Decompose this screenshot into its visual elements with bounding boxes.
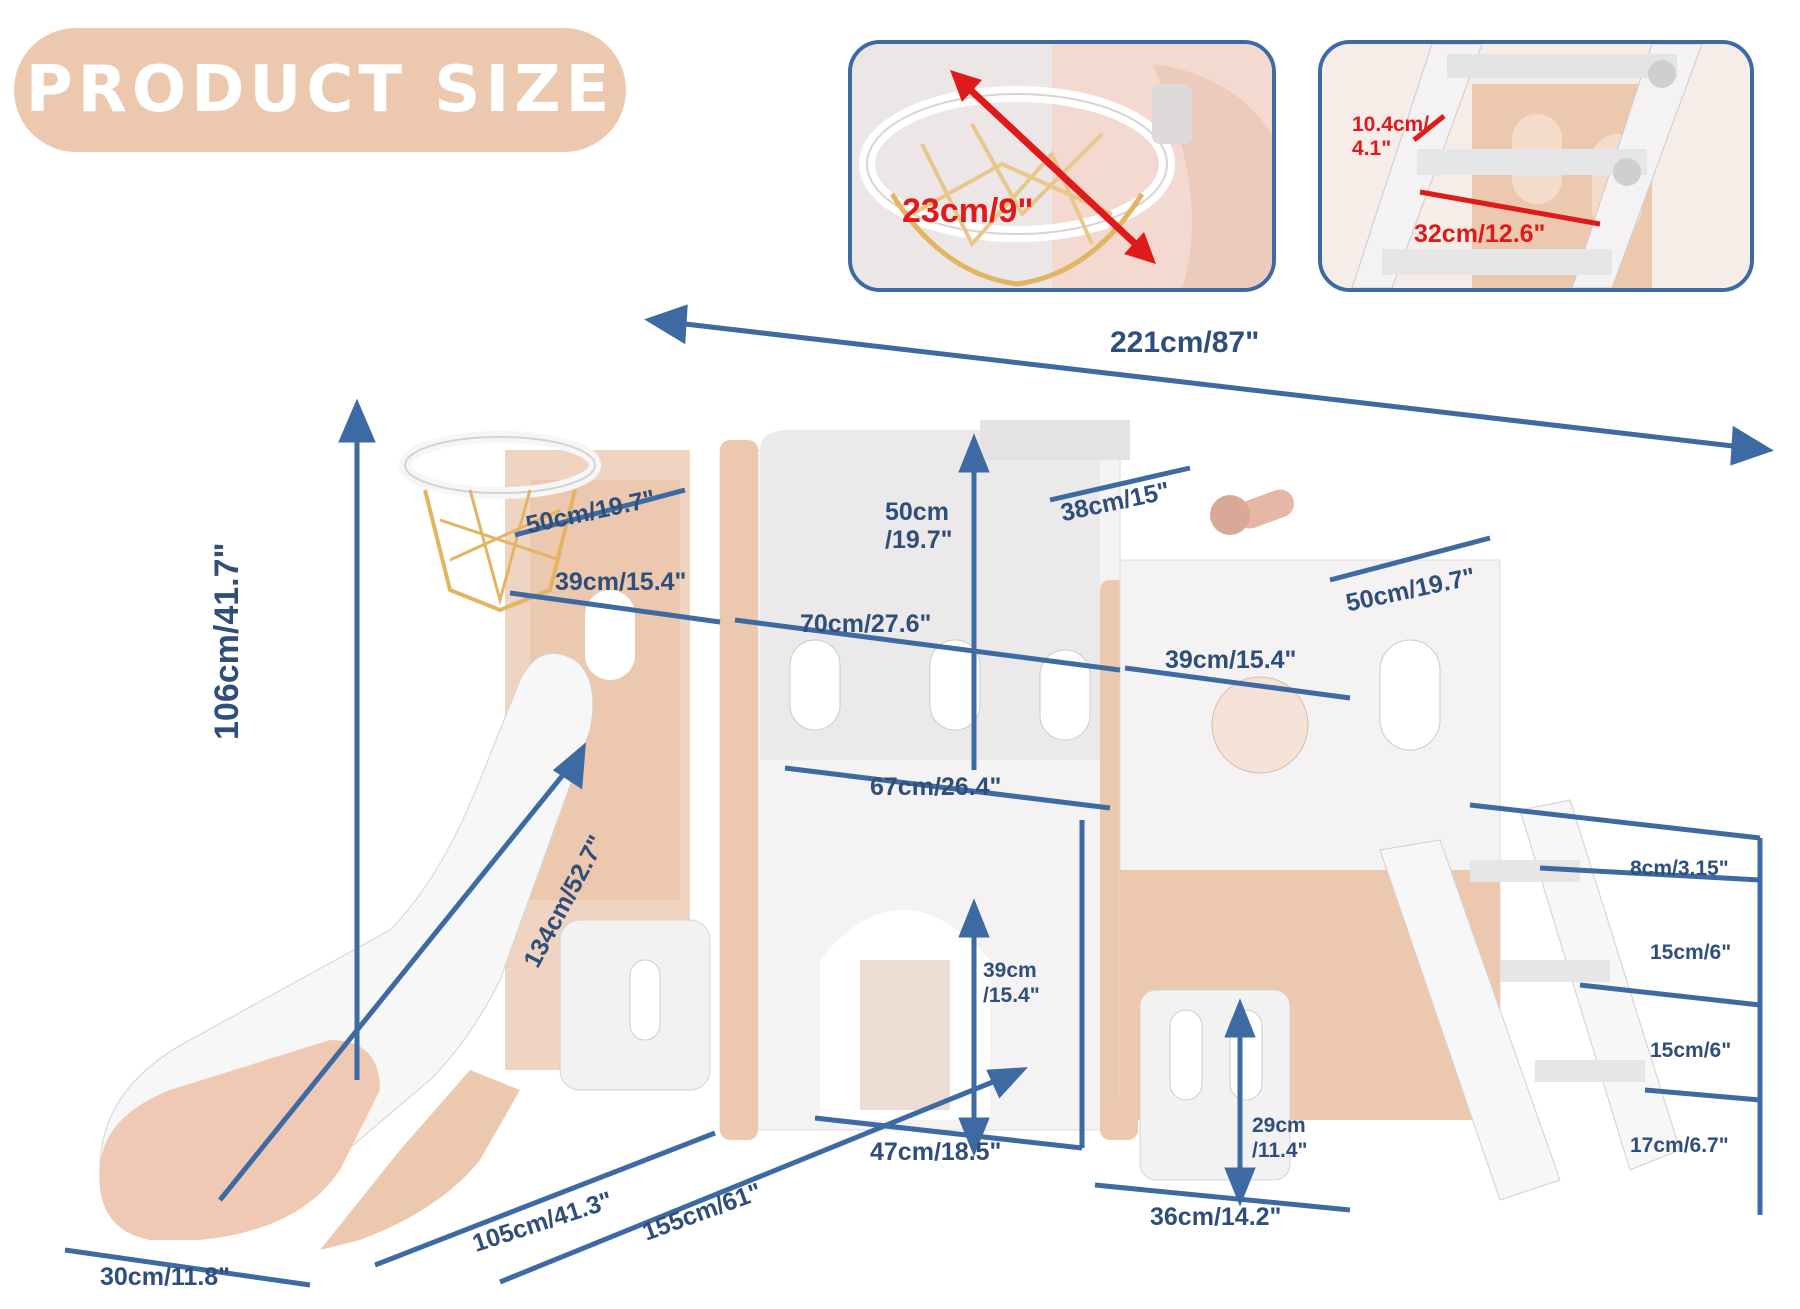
ladder-step-gap-label-2: 4.1" [1352,137,1392,160]
page-title: PRODUCT SIZE [25,53,615,127]
depth-line [499,1072,1011,1285]
arch-height-label-2: /15.4" [983,984,1040,1007]
arrowhead [644,304,688,345]
hoop-detail-inset: 23cm/9" [848,40,1276,292]
mid-height-label-1: 50cm [885,498,949,526]
ladder-illustration [1322,44,1750,288]
bridge-width-line [784,765,1111,811]
step-2-label: 15cm/6" [1650,941,1732,964]
mid-span-label: 70cm/27.6" [800,610,932,638]
arrowhead [338,398,376,443]
arrowhead [1730,425,1774,466]
mid-span-line [734,617,1121,673]
arrowhead [958,433,990,473]
ladder-measure-lines [1412,114,1601,227]
right-base-label: 36cm/14.2" [1150,1203,1282,1231]
ladder-step-width-label: 32cm/12.6" [1414,220,1546,248]
step-1-label: 8cm/3.15" [1630,857,1729,880]
hoop-diameter-label: 23cm/9" [902,192,1034,230]
door-height-label-2: /11.4" [1252,1139,1308,1162]
arrowhead [958,898,990,938]
height-label: 106cm/41.7" [208,542,246,740]
title-pill: PRODUCT SIZE [14,28,626,152]
right-base-line [1094,1182,1351,1213]
step-4-label: 17cm/6.7" [1630,1134,1729,1157]
right-tower-top-line [1329,535,1491,583]
step-line-2 [1539,865,1761,883]
right-tower-width-line [1124,665,1351,701]
step-3-label: 15cm/6" [1650,1039,1732,1062]
slide-width-label: 30cm/11.8" [100,1263,231,1291]
left-tower-width-line [509,590,721,625]
slide-length-line [218,758,577,1202]
total-length-line [667,319,1751,451]
roof-width-line [1049,465,1191,503]
arch-depth-line [814,1115,1083,1151]
ladder [1379,839,1561,1201]
arrowhead [552,742,586,790]
arrowhead [986,1067,1029,1099]
telescope [1235,489,1295,529]
mid-height-label-2: /19.7" [885,526,953,554]
step-line-1 [1469,802,1761,841]
arrowhead [1224,998,1256,1038]
bridge-width-label: 67cm/26.4" [870,773,1002,801]
arch-depth-label: 47cm/18.5" [870,1138,1002,1166]
arch-height-label-1: 39cm [983,959,1037,982]
slide-width-line [64,1247,311,1288]
ladder-step-gap-label-1: 10.4cm/ [1352,113,1430,136]
hoop-diameter-arrow [950,70,1156,264]
step-line-4 [1644,1087,1761,1103]
slide-base-line [374,1130,716,1268]
left-tower-top-line [514,487,686,538]
arrowhead [1224,1167,1256,1207]
hoop-illustration [852,44,1272,288]
left-tower-width-label: 39cm/15.4" [555,568,687,596]
total-length-label: 221cm/87" [1110,326,1260,359]
ladder-detail-inset: 10.4cm/ 4.1" 32cm/12.6" [1318,40,1754,292]
step-line-3 [1579,982,1761,1008]
door-height-label-1: 29cm [1252,1114,1306,1137]
right-tower-width-label: 39cm/15.4" [1165,646,1297,674]
